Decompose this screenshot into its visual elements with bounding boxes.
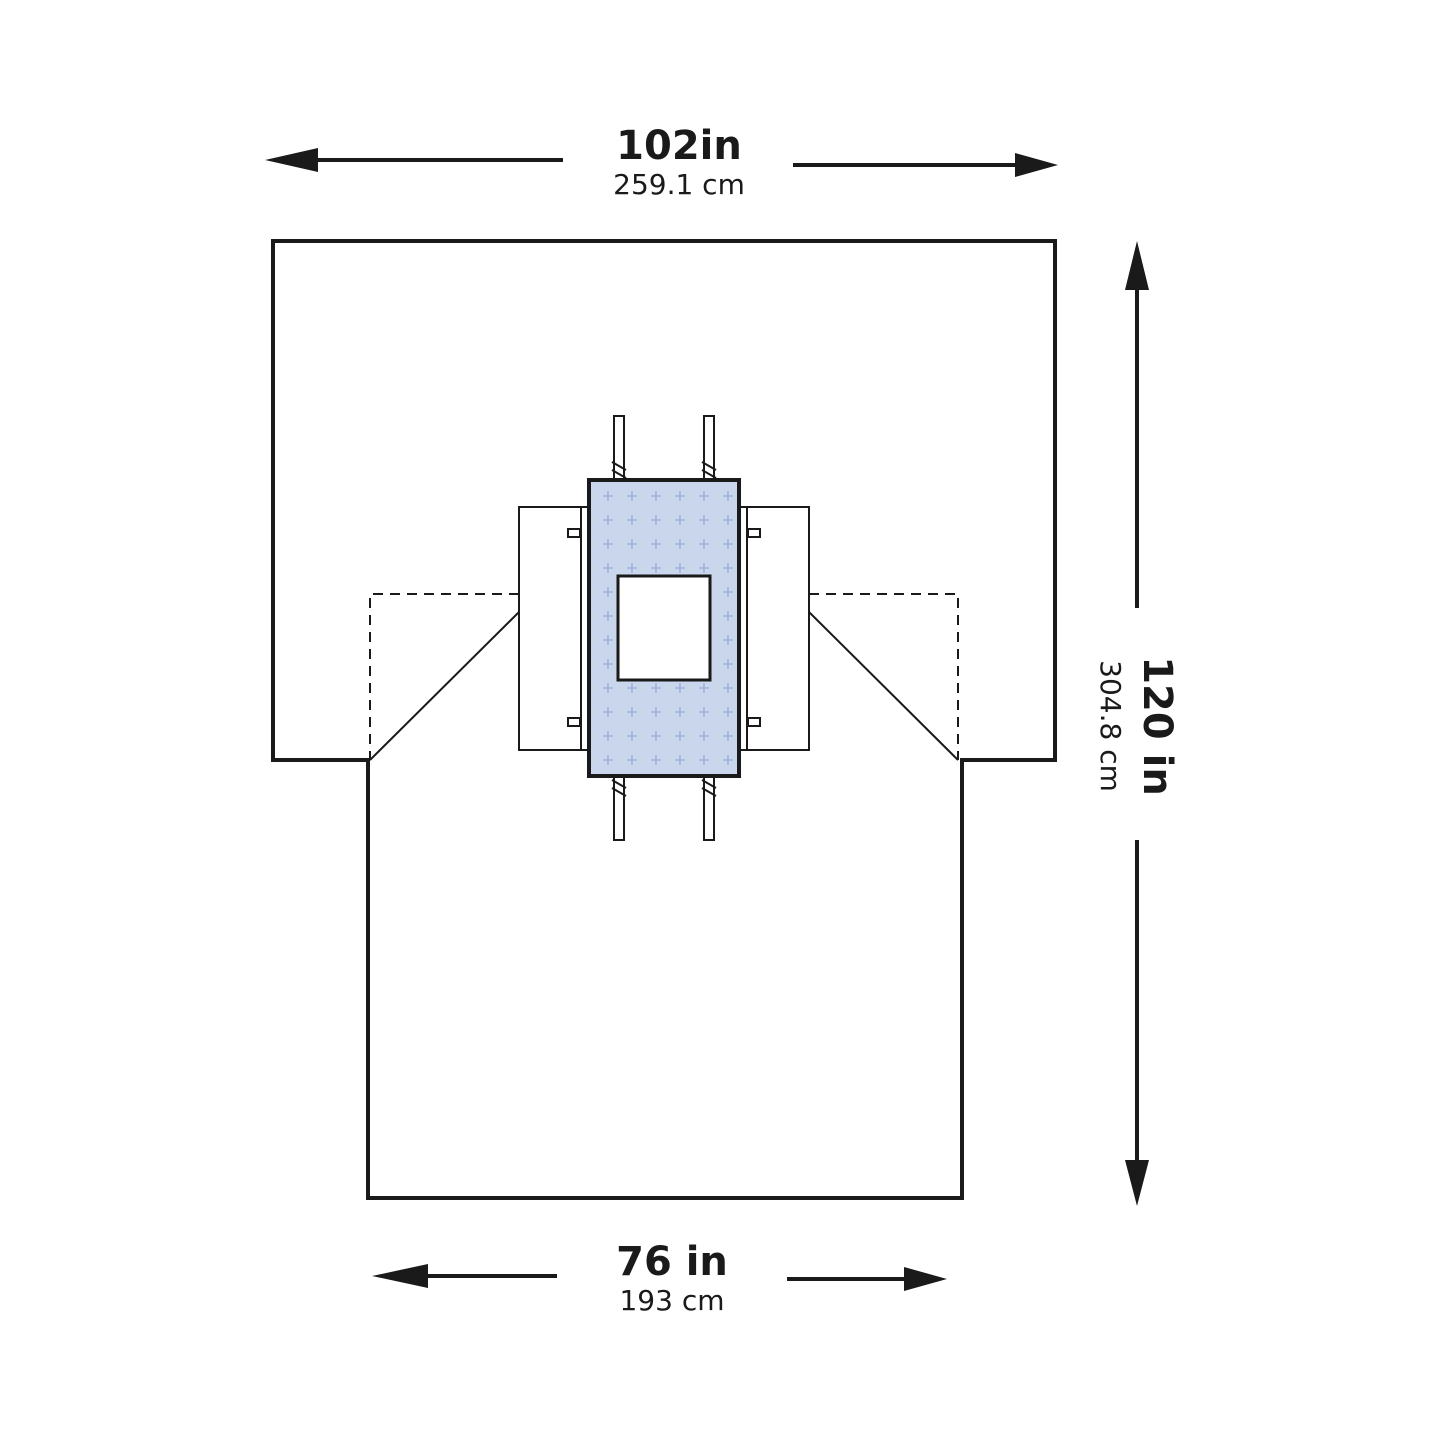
arrow-up-icon (1125, 241, 1149, 290)
strap-top-left (613, 415, 625, 481)
dimension-bottom: 76 in 193 cm (372, 1239, 947, 1317)
strap-top-right (703, 415, 715, 481)
height-metric: 304.8 cm (1094, 660, 1127, 792)
bottom-width-imperial: 76 in (616, 1239, 728, 1285)
strap-clip (701, 779, 717, 797)
top-width-metric: 259.1 cm (613, 168, 745, 201)
arrow-left-icon (265, 148, 318, 172)
height-imperial: 120 in (1134, 656, 1180, 796)
dimension-height: 120 in 304.8 cm (1094, 241, 1180, 1206)
arrow-right-icon (1015, 153, 1058, 177)
arrow-right-icon (904, 1267, 947, 1291)
flap-tab (567, 528, 581, 538)
strap-clip (611, 779, 627, 797)
fold-outline (809, 593, 959, 760)
flap-tab (747, 717, 761, 727)
dimension-top: 102in 259.1 cm (265, 123, 1058, 201)
arrow-down-icon (1125, 1160, 1149, 1206)
strap-clip (611, 461, 627, 479)
fold-diagonal (808, 611, 959, 761)
fold-outline (369, 593, 519, 760)
top-width-imperial: 102in (616, 123, 742, 169)
flap-tab (747, 528, 761, 538)
strap-clip (701, 461, 717, 479)
fenestration-opening (616, 574, 712, 682)
drape-body (271, 239, 1057, 1200)
side-flap-left (518, 506, 590, 751)
side-flap-right (738, 506, 810, 751)
bottom-width-metric: 193 cm (619, 1284, 724, 1317)
fold-diagonal (369, 611, 520, 761)
arrow-left-icon (372, 1264, 428, 1288)
flap-tab (567, 717, 581, 727)
